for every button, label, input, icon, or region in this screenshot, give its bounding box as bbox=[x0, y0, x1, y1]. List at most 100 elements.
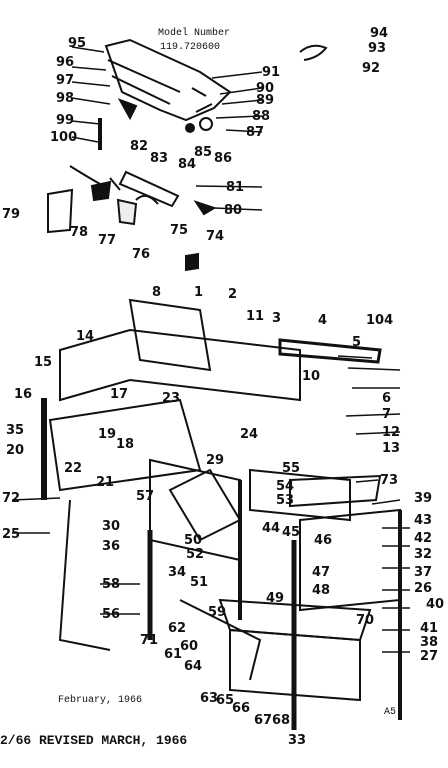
model-number-value: 119.720600 bbox=[160, 42, 221, 53]
callout-3: 3 bbox=[272, 311, 282, 326]
callout-91: 91 bbox=[262, 65, 281, 80]
callout-36: 36 bbox=[102, 539, 121, 554]
callout-82: 82 bbox=[130, 139, 149, 154]
callout-93: 93 bbox=[368, 41, 387, 56]
footer-date: February, 1966 bbox=[58, 695, 143, 706]
callout-92: 92 bbox=[362, 61, 381, 76]
leader-lines bbox=[11, 46, 410, 653]
callout-20: 20 bbox=[6, 443, 25, 458]
callout-97: 97 bbox=[56, 73, 75, 88]
callout-48: 48 bbox=[312, 583, 331, 598]
callout-16: 16 bbox=[14, 387, 33, 402]
callout-2: 2 bbox=[228, 287, 238, 302]
callout-15: 15 bbox=[34, 355, 53, 370]
callout-81: 81 bbox=[226, 180, 245, 195]
callout-90: 90 bbox=[256, 81, 275, 96]
callout-47: 47 bbox=[312, 565, 331, 580]
callout-72: 72 bbox=[2, 491, 21, 506]
callout-32: 32 bbox=[414, 547, 433, 562]
callout-65: 65 bbox=[216, 693, 235, 708]
callout-43: 43 bbox=[414, 513, 433, 528]
callout-89: 89 bbox=[256, 93, 275, 108]
callout-99: 99 bbox=[56, 113, 75, 128]
callout-35: 35 bbox=[6, 423, 25, 438]
callout-85: 85 bbox=[194, 145, 213, 160]
callout-73: 73 bbox=[380, 473, 399, 488]
callout-4: 4 bbox=[318, 313, 328, 328]
callout-55: 55 bbox=[282, 461, 301, 476]
callout-34: 34 bbox=[168, 565, 187, 580]
callout-11: 11 bbox=[246, 309, 265, 324]
callout-29: 29 bbox=[206, 453, 225, 468]
callout-52: 52 bbox=[186, 547, 205, 562]
footer-page-code: A5 bbox=[384, 707, 397, 718]
callout-23: 23 bbox=[162, 391, 181, 406]
callout-5: 5 bbox=[352, 335, 362, 350]
callout-42: 42 bbox=[414, 531, 433, 546]
callout-86: 86 bbox=[214, 151, 233, 166]
callout-30: 30 bbox=[102, 519, 121, 534]
callout-7: 7 bbox=[382, 407, 392, 422]
callout-62: 62 bbox=[168, 621, 187, 636]
callout-14: 14 bbox=[76, 329, 95, 344]
callout-87: 87 bbox=[246, 125, 265, 140]
callout-22: 22 bbox=[64, 461, 83, 476]
callout-49: 49 bbox=[266, 591, 285, 606]
callout-80: 80 bbox=[224, 203, 243, 218]
callout-84: 84 bbox=[178, 157, 197, 172]
callout-98: 98 bbox=[56, 91, 75, 106]
callout-77: 77 bbox=[98, 233, 117, 248]
callout-21: 21 bbox=[96, 475, 115, 490]
callout-38: 38 bbox=[420, 635, 439, 650]
callout-104: 104 bbox=[366, 313, 394, 328]
callout-18: 18 bbox=[116, 437, 135, 452]
callout-1: 1 bbox=[194, 285, 204, 300]
callout-60: 60 bbox=[180, 639, 199, 654]
callout-17: 17 bbox=[110, 387, 129, 402]
callout-12: 12 bbox=[382, 425, 401, 440]
callout-61: 61 bbox=[164, 647, 183, 662]
footer-revision: 2/66 REVISED MARCH, 1966 bbox=[0, 733, 188, 748]
callout-56: 56 bbox=[102, 607, 121, 622]
callout-94: 94 bbox=[370, 26, 389, 41]
callout-78: 78 bbox=[70, 225, 89, 240]
callout-100: 100 bbox=[50, 130, 78, 145]
model-number-label: Model Number bbox=[158, 28, 231, 39]
callout-74: 74 bbox=[206, 229, 225, 244]
callout-37: 37 bbox=[414, 565, 433, 580]
callout-24: 24 bbox=[240, 427, 259, 442]
callout-79: 79 bbox=[2, 207, 21, 222]
callout-63: 63 bbox=[200, 691, 219, 706]
callout-46: 46 bbox=[314, 533, 333, 548]
callout-39: 39 bbox=[414, 491, 433, 506]
callout-66: 66 bbox=[232, 701, 251, 716]
callout-50: 50 bbox=[184, 533, 203, 548]
callout-64: 64 bbox=[184, 659, 203, 674]
callout-57: 57 bbox=[136, 489, 155, 504]
callout-76: 76 bbox=[132, 247, 151, 262]
callout-13: 13 bbox=[382, 441, 401, 456]
callout-96: 96 bbox=[56, 55, 75, 70]
callout-83: 83 bbox=[150, 151, 169, 166]
callout-71: 71 bbox=[140, 633, 159, 648]
callout-53: 53 bbox=[276, 493, 295, 508]
callout-10: 10 bbox=[302, 369, 321, 384]
callout-45: 45 bbox=[282, 525, 301, 540]
callout-88: 88 bbox=[252, 109, 271, 124]
callout-26: 26 bbox=[414, 581, 433, 596]
callout-54: 54 bbox=[276, 479, 295, 494]
callout-6: 6 bbox=[382, 391, 392, 406]
callout-19: 19 bbox=[98, 427, 117, 442]
callout-8: 8 bbox=[152, 285, 162, 300]
callout-67: 67 bbox=[254, 713, 273, 728]
callout-68: 68 bbox=[272, 713, 291, 728]
callout-41: 41 bbox=[420, 621, 439, 636]
callout-95: 95 bbox=[68, 36, 87, 51]
callout-25: 25 bbox=[2, 527, 21, 542]
range-cabinet bbox=[41, 298, 402, 730]
callout-40: 40 bbox=[426, 597, 445, 612]
upper-hardware-assembly bbox=[47, 38, 328, 272]
callout-70: 70 bbox=[356, 613, 375, 628]
callout-27: 27 bbox=[420, 649, 439, 664]
